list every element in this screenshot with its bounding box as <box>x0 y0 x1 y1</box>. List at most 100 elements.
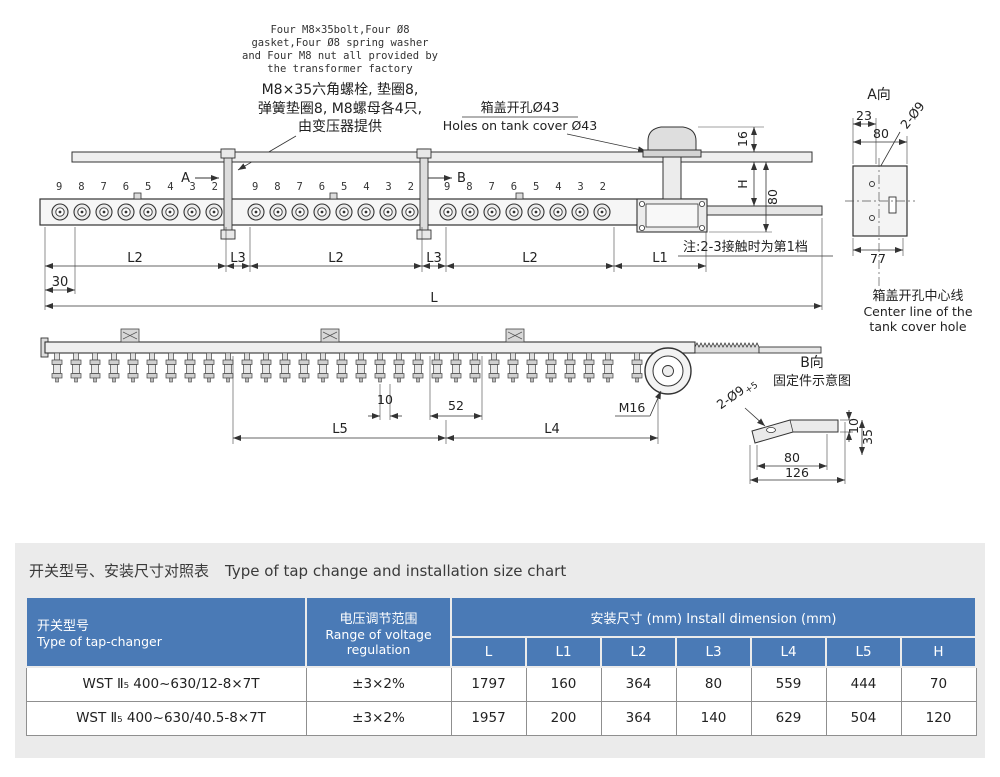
cell-h: 70 <box>900 666 977 702</box>
dim-77: 77 <box>870 251 886 266</box>
rack-rod <box>758 346 822 354</box>
dim-l1: L1 <box>652 251 668 266</box>
dim-16: 16 <box>735 131 750 147</box>
spring-clamp-3 <box>505 328 525 343</box>
main-assembly: 9 8 7 6 5 4 3 2 9 8 7 6 5 4 3 2 9 8 7 6 … <box>39 126 823 240</box>
first-gear-note: 注:2-3接触时为第1档 <box>683 239 808 255</box>
dim-52: 52 <box>448 398 464 413</box>
view-a-detail: A向 23 80 2-Ø9 77 箱盖开孔中心线 Center line of … <box>845 87 973 334</box>
dim-10-view-b: 10 <box>846 418 861 434</box>
plate-hole-2 <box>869 215 875 221</box>
size-chart-title-en: Type of tap change and installation size… <box>225 562 567 580</box>
terminal-numbers-group2: 9 8 7 6 5 4 3 2 <box>252 181 414 193</box>
cell-voltage: ±3×2% <box>305 700 452 736</box>
dim-l3-1: L3 <box>230 251 246 266</box>
cell-l1: 160 <box>525 666 602 702</box>
right-dimensions: 16 H 80 注:2-3接触时为第1档 <box>678 126 833 257</box>
col-header-voltage-cn: 电压调节范围 <box>339 611 418 627</box>
drive-shaft <box>662 156 682 200</box>
dim-80-view-b: 80 <box>784 450 800 465</box>
bottom-dimensions: 10 52 M16 L5 L4 <box>232 356 662 444</box>
spring-clamp-1 <box>120 328 140 343</box>
bolt-note-en-line1: Four M8×35bolt,Four Ø8 <box>270 24 409 36</box>
terminal-studs <box>51 352 643 383</box>
col-header-l3: L3 <box>675 636 752 668</box>
view-a-title: A向 <box>867 87 891 103</box>
cell-l4: 629 <box>750 700 827 736</box>
drive-cap <box>647 126 697 153</box>
section-b-label: B <box>457 171 466 186</box>
drive-mechanism <box>636 126 823 233</box>
dim-l3-2: L3 <box>426 251 442 266</box>
cell-l2: 364 <box>600 666 677 702</box>
col-header-l2: L2 <box>600 636 677 668</box>
centerline-caption-en1: Center line of the <box>863 304 972 319</box>
dim-30: 30 <box>52 275 69 290</box>
support-bracket-a <box>220 148 236 240</box>
spring-clamp-2 <box>320 328 340 343</box>
fixing-bracket <box>751 419 839 444</box>
dim-h: H <box>735 179 750 188</box>
cell-h: 120 <box>900 700 977 736</box>
mounting-rail <box>71 151 813 163</box>
col-header-install: 安装尺寸 (mm) Install dimension (mm) <box>450 596 977 638</box>
bolt-note: Four M8×35bolt,Four Ø8 gasket,Four Ø8 sp… <box>237 24 438 171</box>
tank-hole-label-cn: 箱盖开孔Ø43 <box>481 100 560 116</box>
tank-hole-label: 箱盖开孔Ø43 Holes on tank cover Ø43 <box>443 100 647 153</box>
bolt-note-en-line2: gasket,Four Ø8 spring washer <box>251 37 428 49</box>
bolt-note-cn-line2: 弹簧垫圈8, M8螺母各4只, <box>258 101 422 117</box>
tank-hole-label-en: Holes on tank cover Ø43 <box>443 118 597 133</box>
col-header-type: 开关型号 Type of tap-changer <box>25 596 307 668</box>
dim-10: 10 <box>377 392 393 407</box>
bottom-rail <box>44 341 696 354</box>
rack-teeth <box>694 342 760 354</box>
view-b-detail: B向 固定件示意图 2-Ø9 +5 80 126 10 35 <box>714 355 875 484</box>
cell-l: 1957 <box>450 700 527 736</box>
cell-l1: 200 <box>525 700 602 736</box>
terminal-numbers-group3: 9 8 7 6 5 4 3 2 <box>444 181 606 193</box>
cell-type: WST Ⅱ₅ 400~630/40.5-8×7T <box>25 700 307 736</box>
col-header-voltage-en2: regulation <box>346 641 411 657</box>
dim-l2-2: L2 <box>328 251 344 266</box>
view-b-subtitle: 固定件示意图 <box>773 373 851 389</box>
col-header-h: H <box>900 636 977 668</box>
col-header-l: L <box>450 636 527 668</box>
cell-l3: 140 <box>675 700 752 736</box>
col-header-l1: L1 <box>525 636 602 668</box>
output-rod <box>706 205 823 216</box>
view-b-title: B向 <box>800 355 824 371</box>
col-header-l5: L5 <box>825 636 902 668</box>
bracket-hole <box>766 426 776 433</box>
plate-slot <box>888 196 897 214</box>
dim-l2-1: L2 <box>127 251 143 266</box>
table-row-1: WST Ⅱ₅ 400~630/12-8×7T ±3×2% 1797 160 36… <box>25 666 977 702</box>
dim-l5: L5 <box>332 422 348 437</box>
dim-23: 23 <box>856 108 872 123</box>
length-dimensions: L2 L3 L2 L3 L2 L1 30 L <box>44 218 823 310</box>
col-header-l4: L4 <box>750 636 827 668</box>
bolt-note-en-line4: the transformer factory <box>267 63 412 75</box>
dim-80-view-a: 80 <box>873 126 889 141</box>
centerline-caption-en2: tank cover hole <box>869 319 966 334</box>
col-header-type-cn: 开关型号 <box>37 619 90 634</box>
col-header-type-en: Type of tap-changer <box>37 634 162 649</box>
dim-80-vertical: 80 <box>765 189 780 205</box>
cell-l3: 80 <box>675 666 752 702</box>
plate-hole-1 <box>869 181 875 187</box>
bottom-assembly <box>40 328 822 395</box>
table-row-2: WST Ⅱ₅ 400~630/40.5-8×7T ±3×2% 1957 200 … <box>25 700 977 736</box>
dim-l4: L4 <box>544 422 560 437</box>
bolt-note-en-line3: and Four M8 nut all provided by <box>242 50 438 62</box>
dim-lines <box>45 263 822 309</box>
dim-l: L <box>430 291 438 306</box>
dim-2-holes-9-b: 2-Ø9 <box>714 382 747 412</box>
dim-35: 35 <box>860 429 875 445</box>
bolt-note-cn-line3: 由变压器提供 <box>298 119 382 135</box>
section-a-label: A <box>181 171 190 186</box>
cell-l2: 364 <box>600 700 677 736</box>
cell-voltage: ±3×2% <box>305 666 452 702</box>
tap-changer-drawing: Four M8×35bolt,Four Ø8 gasket,Four Ø8 sp… <box>39 24 973 484</box>
terminal-numbers-group1: 9 8 7 6 5 4 3 2 <box>56 181 218 193</box>
